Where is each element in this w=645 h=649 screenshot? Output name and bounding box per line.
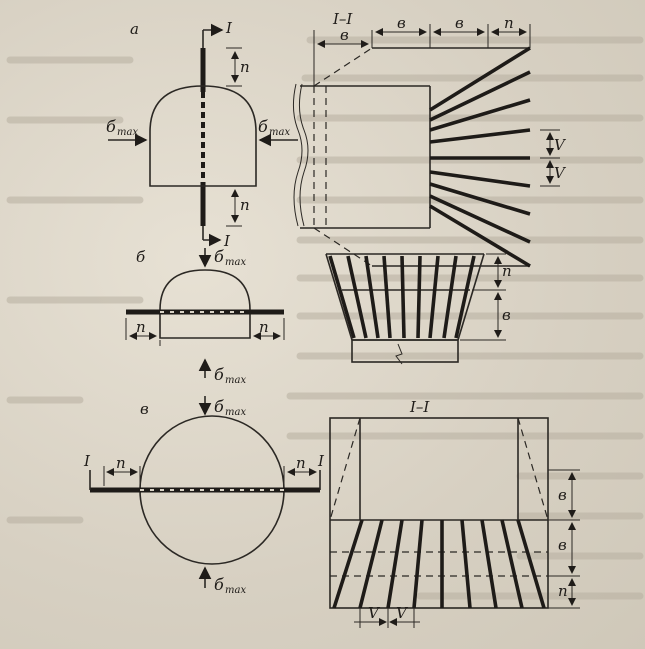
sigma-b-bottom: б <box>214 365 224 384</box>
section-title-top: I–I <box>332 10 353 28</box>
figure-b-label: б <box>136 248 146 266</box>
dim-b-2: в <box>397 14 406 32</box>
sigma-left-sub: max <box>117 127 138 138</box>
dim-b-bot-2: в <box>558 536 567 554</box>
dim-v-2: V <box>554 164 567 182</box>
dim-n-top: n <box>240 58 250 76</box>
figure-a: а I n n I б max б max <box>106 19 298 250</box>
dim-b-bot-1: в <box>558 486 567 504</box>
figure-b: б б max n n б max <box>125 247 285 386</box>
figure-v-label: в <box>140 400 149 418</box>
dim-n-b-right: n <box>259 318 269 336</box>
sigma-b-top: б <box>214 247 224 266</box>
sigma-right: б <box>258 117 268 136</box>
bolts-fan-3 <box>332 519 546 609</box>
tunnel-section-b <box>159 269 251 339</box>
bolts-fan-2 <box>328 255 476 339</box>
sigma-left: б <box>106 117 116 136</box>
dim-n-bot: n <box>558 582 568 600</box>
bolts-fan-1 <box>429 46 531 268</box>
sigma-right-sub: max <box>269 127 290 138</box>
sigma-v-top-sub: max <box>225 407 246 418</box>
sigma-b-bottom-sub: max <box>225 375 246 386</box>
section-bottom-right: I–I в в n <box>329 398 580 628</box>
dim-v-bot-2: V <box>396 604 409 622</box>
dim-n-v-right: n <box>296 454 306 472</box>
sigma-v-top: б <box>214 397 224 416</box>
figure-v: в б max I I n n б max <box>83 396 325 596</box>
sigma-b-top-sub: max <box>225 257 246 268</box>
dim-n-v-left: n <box>116 454 126 472</box>
section-mark-v-right: I <box>317 452 325 470</box>
background-text-texture <box>6 36 644 600</box>
figure-a-label: а <box>130 20 139 38</box>
sigma-v-bottom: б <box>214 575 224 594</box>
dim-v-1: V <box>554 136 567 154</box>
section-mark-v-left: I <box>83 452 91 470</box>
section-mark-top: I <box>225 19 233 37</box>
sigma-v-bottom-sub: max <box>225 585 246 596</box>
dim-b-mid: в <box>502 306 511 324</box>
dim-b-3: в <box>455 14 464 32</box>
section-mark-bottom: I <box>223 232 231 250</box>
dim-n-b-left: n <box>136 318 146 336</box>
section-title-bottom: I–I <box>409 398 430 416</box>
dim-n-mid: n <box>502 262 512 280</box>
tunnel-section-a <box>149 85 257 187</box>
dim-b-1: в <box>340 26 349 44</box>
dim-n-bottom: n <box>240 196 250 214</box>
dim-n-s1: n <box>504 14 514 32</box>
dim-v-bot-1: V <box>368 604 381 622</box>
section-top-right: I–I в в в n <box>292 10 567 268</box>
section-middle-right: n в <box>325 253 512 365</box>
